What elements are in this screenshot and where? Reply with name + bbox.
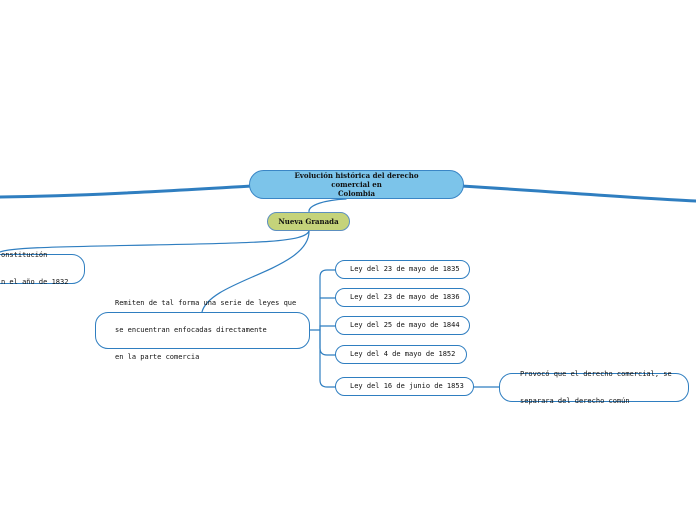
central-topic-line1: Evolución histórica del derecho comercia…: [294, 171, 419, 189]
topic-law-1844[interactable]: Ley del 25 de mayo de 1844: [335, 316, 470, 335]
central-topic[interactable]: Evolución histórica del derecho comercia…: [249, 170, 464, 199]
topic-law-1835[interactable]: Ley del 23 de mayo de 1835: [335, 260, 470, 279]
topic-nueva-granada[interactable]: Nueva Granada: [267, 212, 350, 231]
law-label: Ley del 4 de mayo de 1852: [350, 350, 456, 358]
topic-remiten[interactable]: Remiten de tal forma una serie de leyes …: [95, 299, 310, 361]
topic-provoco[interactable]: Provocó que el derecho comercial, se sep…: [499, 369, 689, 405]
topic-law-1836[interactable]: Ley del 23 de mayo de 1836: [335, 288, 470, 307]
law-label: Ley del 25 de mayo de 1844: [350, 321, 460, 329]
topic-constitucion-line2: n el año de 1832: [1, 278, 69, 286]
topic-nueva-granada-label: Nueva Granada: [278, 217, 339, 226]
topic-remiten-line3: en la parte comercia: [115, 353, 200, 361]
topic-constitucion-line1: onstitución: [1, 251, 48, 259]
law-label: Ley del 23 de mayo de 1835: [350, 265, 460, 273]
topic-provoco-line2: separara del derecho común: [520, 396, 630, 405]
topic-remiten-line1: Remiten de tal forma una serie de leyes …: [115, 299, 297, 307]
topic-provoco-line1: Provocó que el derecho comercial, se: [520, 369, 672, 378]
topic-law-1853[interactable]: Ley del 16 de junio de 1853: [335, 377, 474, 396]
law-label: Ley del 23 de mayo de 1836: [350, 293, 460, 301]
central-topic-line2: Colombia: [337, 189, 376, 198]
law-label: Ley del 16 de junio de 1853: [350, 382, 464, 390]
topic-remiten-line2: se encuentran enfocadas directamente: [115, 326, 267, 334]
topic-law-1852[interactable]: Ley del 4 de mayo de 1852: [335, 345, 467, 364]
topic-constitucion[interactable]: onstitución n el año de 1832: [0, 251, 85, 286]
